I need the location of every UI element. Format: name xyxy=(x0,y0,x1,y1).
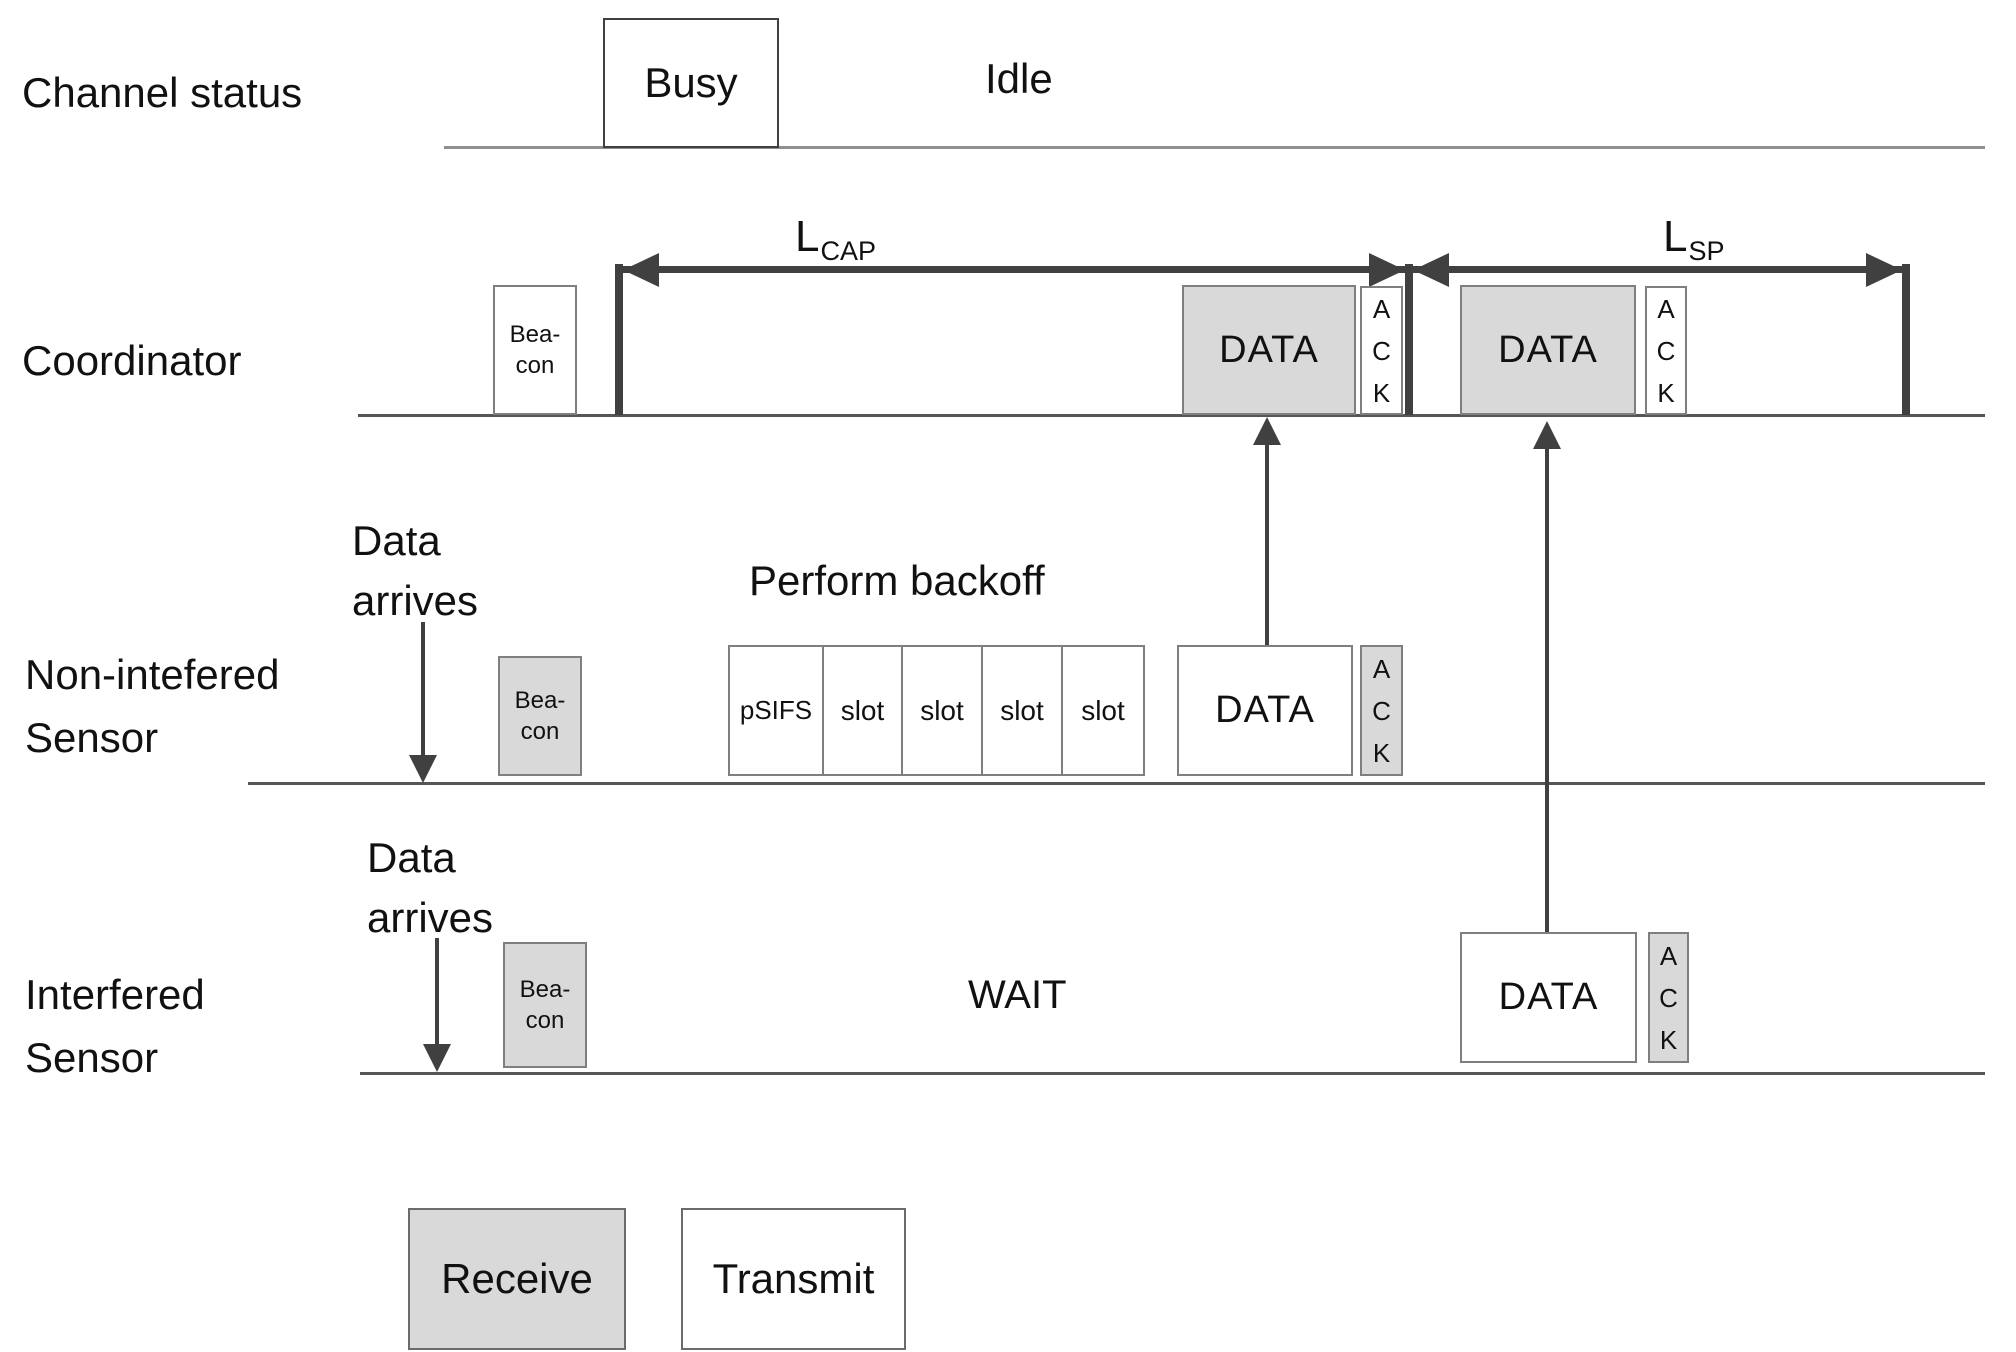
lsp-arrowhead-left-icon xyxy=(1413,253,1449,287)
perform-backoff-label: Perform backoff xyxy=(749,557,1045,604)
lsp-arrowhead-right-icon xyxy=(1866,253,1902,287)
lcap-label-sub: CAP xyxy=(820,236,877,266)
coordinator-ack1-box: A C K xyxy=(1360,286,1403,415)
coordinator-label: Coordinator xyxy=(22,337,242,384)
non-interfered-sensor-label: Non-intefered Sensor xyxy=(25,651,280,761)
uplink-arrow-1-head-icon xyxy=(1253,417,1281,445)
channel-baseline xyxy=(444,146,1985,149)
lsp-end-bar xyxy=(1902,264,1910,415)
interfered-ack-box: A C K xyxy=(1648,932,1689,1063)
data-arrives-arrow-2-stem xyxy=(435,938,439,1048)
data-arrives-arrow-1-stem xyxy=(421,622,425,758)
channel-status-label: Channel status xyxy=(22,69,303,116)
non-interfered-data-box: DATA xyxy=(1177,645,1353,776)
non-interfered-ack-box: A C K xyxy=(1360,645,1403,776)
cap-sp-boundary-bar xyxy=(1405,264,1413,415)
legend-transmit-box: Transmit xyxy=(681,1208,906,1350)
interfered-baseline xyxy=(360,1072,1985,1075)
slot-box-2: slot xyxy=(901,645,983,776)
psifs-box: pSIFS xyxy=(728,645,824,776)
coordinator-ack2-box: A C K xyxy=(1645,286,1687,415)
lsp-label: LSP xyxy=(1663,212,1725,266)
busy-box: Busy xyxy=(603,18,779,148)
uplink-arrow-2-stem xyxy=(1545,446,1549,932)
lsp-arrow-line xyxy=(1413,266,1902,273)
slot-box-1: slot xyxy=(822,645,903,776)
interfered-beacon-box: Bea- con xyxy=(503,942,587,1068)
data-arrives-label-2: Data arrives xyxy=(367,834,494,941)
coordinator-beacon-box: Bea- con xyxy=(493,285,577,415)
data-arrives-arrow-1-head-icon xyxy=(409,755,437,783)
lcap-start-bar xyxy=(615,264,623,415)
coordinator-baseline xyxy=(358,414,1985,417)
data-arrives-arrow-2-head-icon xyxy=(423,1044,451,1072)
non-interfered-baseline xyxy=(248,782,1985,785)
lsp-label-main: L xyxy=(1663,212,1688,261)
wait-label: WAIT xyxy=(968,973,1067,1017)
lcap-arrowhead-right-icon xyxy=(1369,253,1405,287)
non-interfered-beacon-box: Bea- con xyxy=(498,656,582,776)
legend-receive-box: Receive xyxy=(408,1208,626,1350)
coordinator-data1-box: DATA xyxy=(1182,285,1356,415)
data-arrives-label-1: Data arrives xyxy=(352,517,479,624)
lcap-arrowhead-left-icon xyxy=(623,253,659,287)
uplink-arrow-2-head-icon xyxy=(1533,421,1561,449)
lsp-label-sub: SP xyxy=(1688,236,1725,266)
coordinator-data2-box: DATA xyxy=(1460,285,1636,415)
slot-box-4: slot xyxy=(1061,645,1145,776)
lcap-arrow-line xyxy=(623,266,1405,273)
interfered-sensor-label: Interfered Sensor xyxy=(25,971,205,1081)
idle-label: Idle xyxy=(985,55,1053,102)
slot-box-3: slot xyxy=(981,645,1063,776)
lcap-label: LCAP xyxy=(795,212,876,266)
uplink-arrow-1-stem xyxy=(1265,442,1269,645)
lcap-label-main: L xyxy=(795,212,820,261)
interfered-data-box: DATA xyxy=(1460,932,1637,1063)
